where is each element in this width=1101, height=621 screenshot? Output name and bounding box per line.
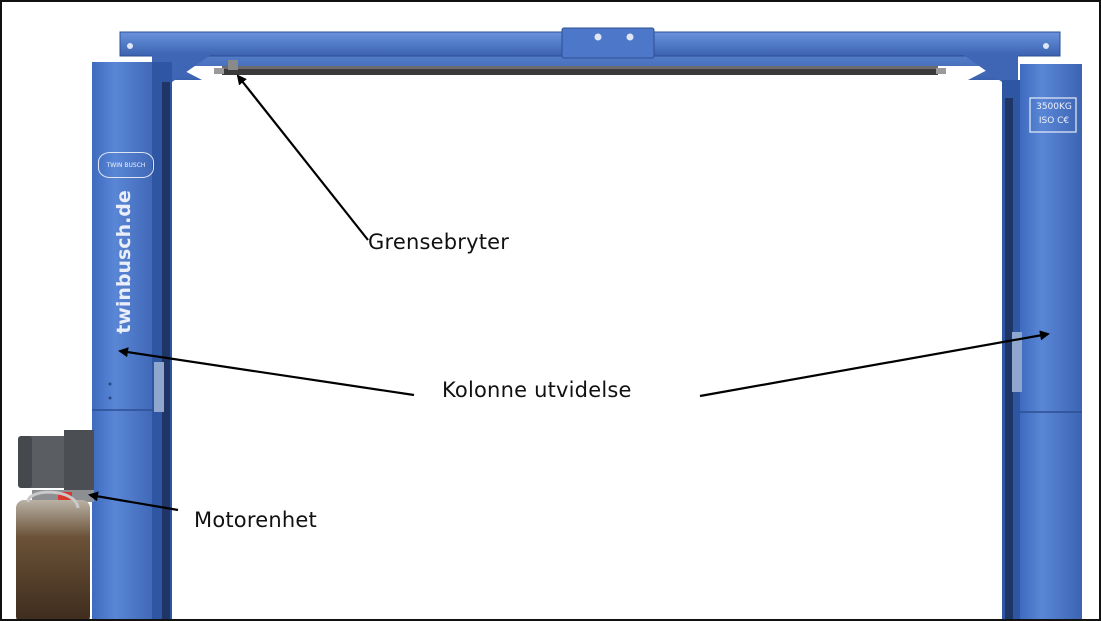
label-limit-switch: Grensebryter — [368, 230, 510, 254]
capacity-plate: 3500KG ISO C€ — [1032, 100, 1076, 128]
annotation-arrows — [88, 74, 1050, 512]
arrow-motor-unit — [88, 491, 179, 512]
arrow-column-right — [699, 330, 1050, 398]
right-column — [1002, 64, 1082, 619]
top-crossbeam — [119, 27, 1061, 82]
brand-logo-text: TWIN BUSCH — [106, 161, 146, 169]
arrow-column-left — [118, 347, 415, 397]
label-motor-unit: Motorenhet — [194, 508, 317, 532]
capacity-plate-line1: 3500KG — [1036, 102, 1072, 112]
brand-logo: TWIN BUSCH — [98, 152, 154, 178]
left-column — [92, 62, 172, 619]
label-column-extension: Kolonne utvidelse — [442, 378, 632, 402]
limit-switch-bar — [214, 60, 946, 75]
arrow-limit-switch — [236, 74, 369, 241]
brand-text: twinbusch.de — [113, 190, 135, 334]
motor-unit — [16, 430, 94, 619]
capacity-plate-line2: ISO C€ — [1038, 116, 1070, 126]
